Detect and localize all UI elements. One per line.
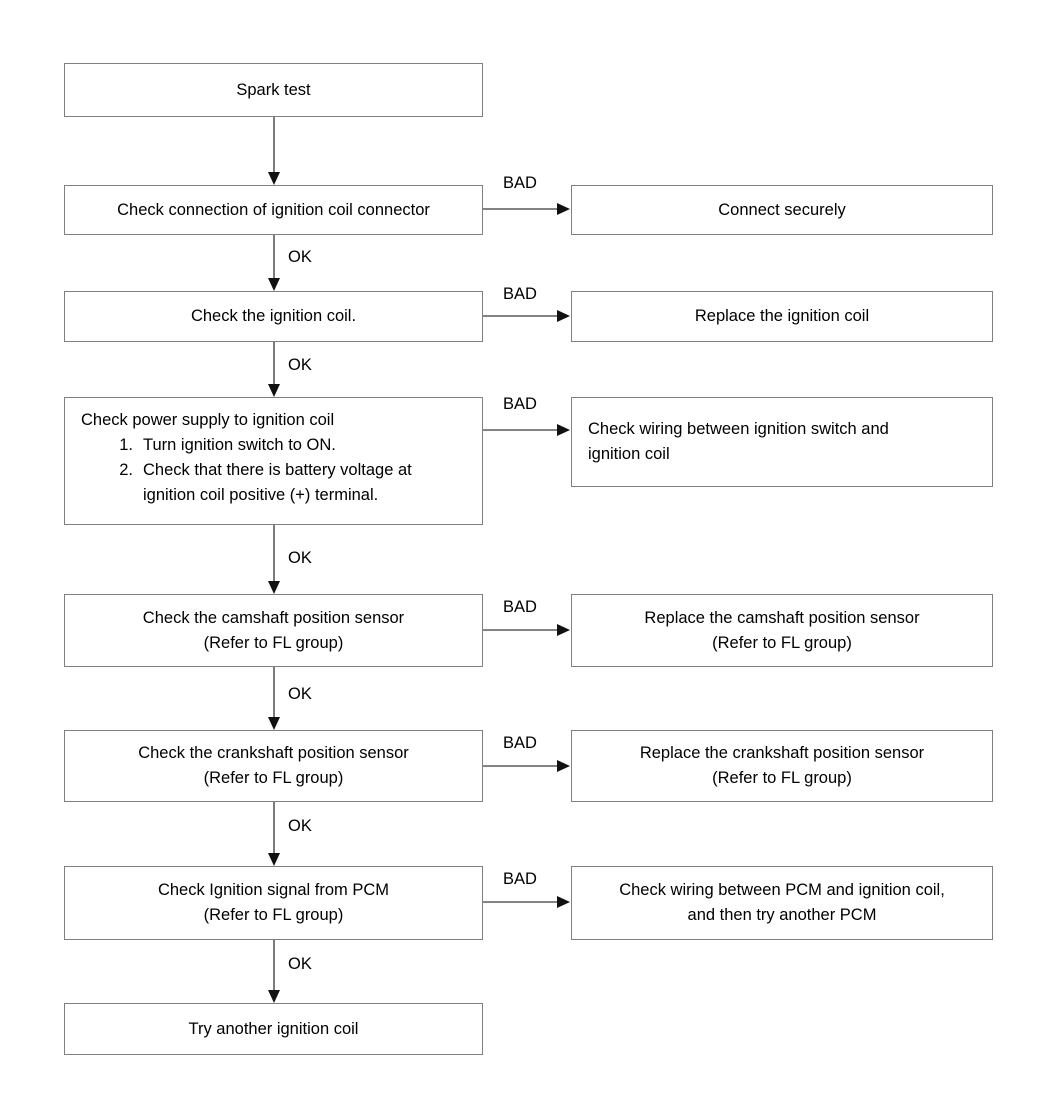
node-replace-ignition-coil-label: Replace the ignition coil (694, 307, 870, 325)
node-check-crankshaft-sensor[interactable]: Check the crankshaft position sensor (Re… (64, 730, 483, 802)
node-try-another-coil-label: Try another ignition coil (188, 1019, 359, 1038)
node-check-connector[interactable]: Check connection of ignition coil connec… (64, 185, 483, 235)
edge-label-bad-4: BAD (503, 598, 537, 616)
node-check-wiring-pcm-label: Check wiring between PCM and ignition co… (619, 881, 945, 924)
arrowhead-3 (268, 384, 280, 397)
edge-label-ok-6: OK (288, 955, 312, 973)
arrowhead-1 (268, 172, 280, 185)
node-replace-crankshaft-sensor-label: Replace the crankshaft position sensor (… (639, 744, 925, 787)
edge-label-bad-6: BAD (503, 870, 537, 888)
edge-label-ok-1: OK (288, 248, 312, 266)
arrowhead-5 (268, 717, 280, 730)
edge-label-bad-3: BAD (503, 395, 537, 413)
arrowhead-bad-5 (557, 760, 570, 772)
edge-label-bad-2: BAD (503, 285, 537, 303)
node-check-wiring-pcm[interactable]: Check wiring between PCM and ignition co… (571, 866, 993, 940)
node-spark-test[interactable]: Spark test (64, 63, 483, 117)
node-spark-test-label: Spark test (236, 80, 311, 99)
edge-label-ok-5: OK (288, 817, 312, 835)
arrowhead-bad-2 (557, 310, 570, 322)
node-replace-crankshaft-sensor[interactable]: Replace the crankshaft position sensor (… (571, 730, 993, 802)
node-replace-camshaft-sensor[interactable]: Replace the camshaft position sensor (Re… (571, 594, 993, 667)
step-number: 1. (119, 436, 133, 454)
arrowhead-bad-6 (557, 896, 570, 908)
node-check-coil[interactable]: Check the ignition coil. (64, 291, 483, 342)
edge-label-bad-5: BAD (503, 734, 537, 752)
node-check-connector-label: Check connection of ignition coil connec… (117, 200, 430, 219)
node-check-wiring-ignition-switch-label: Check wiring between ignition switch and… (588, 420, 889, 463)
arrowhead-4 (268, 581, 280, 594)
step-number: 2. (119, 461, 133, 479)
node-connect-securely[interactable]: Connect securely (571, 185, 993, 235)
edge-label-bad-1: BAD (503, 174, 537, 192)
arrowhead-2 (268, 278, 280, 291)
step-text: Turn ignition switch to ON. (143, 436, 336, 454)
node-check-power-supply-heading: Check power supply to ignition coil (81, 411, 335, 429)
arrowhead-bad-1 (557, 203, 570, 215)
node-connect-securely-label: Connect securely (718, 200, 846, 219)
node-check-power-supply[interactable]: Check power supply to ignition coil 1. T… (64, 397, 483, 525)
arrowhead-7 (268, 990, 280, 1003)
step-text: Check that there is battery voltage at i… (143, 461, 412, 504)
node-replace-camshaft-sensor-label: Replace the camshaft position sensor (Re… (644, 608, 920, 652)
power-supply-step-list: 1. Turn ignition switch to ON. 2. Check … (81, 433, 472, 508)
arrowhead-bad-3 (557, 424, 570, 436)
power-supply-step-2: 2. Check that there is battery voltage a… (105, 458, 472, 508)
node-check-wiring-ignition-switch[interactable]: Check wiring between ignition switch and… (571, 397, 993, 487)
node-check-pcm-signal-label: Check Ignition signal from PCM (Refer to… (157, 881, 390, 924)
edge-label-ok-3: OK (288, 549, 312, 567)
node-check-pcm-signal[interactable]: Check Ignition signal from PCM (Refer to… (64, 866, 483, 940)
edge-label-ok-4: OK (288, 685, 312, 703)
node-try-another-coil[interactable]: Try another ignition coil (64, 1003, 483, 1055)
arrowhead-bad-4 (557, 624, 570, 636)
node-check-coil-label: Check the ignition coil. (190, 307, 357, 325)
node-replace-ignition-coil[interactable]: Replace the ignition coil (571, 291, 993, 342)
node-check-crankshaft-sensor-label: Check the crankshaft position sensor (Re… (138, 744, 409, 787)
arrowhead-6 (268, 853, 280, 866)
edge-label-ok-2: OK (288, 356, 312, 374)
node-check-camshaft-sensor-label: Check the camshaft position sensor (Refe… (142, 608, 405, 652)
power-supply-step-1: 1. Turn ignition switch to ON. (105, 433, 472, 458)
node-check-camshaft-sensor[interactable]: Check the camshaft position sensor (Refe… (64, 594, 483, 667)
